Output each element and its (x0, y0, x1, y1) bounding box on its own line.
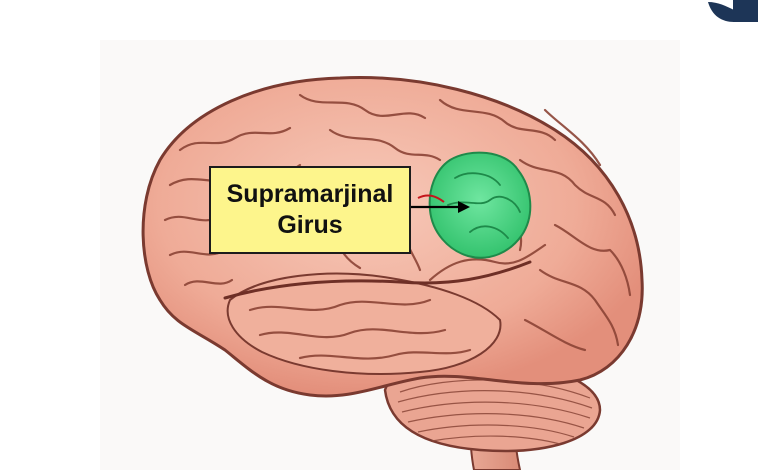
logo-mark-icon (708, 0, 758, 22)
pointer-arrowhead (458, 201, 470, 213)
structure-label-box: Supramarjinal Girus (209, 166, 411, 254)
vessel-accent (417, 194, 445, 203)
label-line-2: Girus (277, 211, 343, 239)
label-line-1: Supramarjinal (226, 180, 394, 208)
temporal-lobe (226, 272, 502, 375)
region-folds (447, 172, 521, 239)
lateral-sulcus (223, 260, 532, 300)
